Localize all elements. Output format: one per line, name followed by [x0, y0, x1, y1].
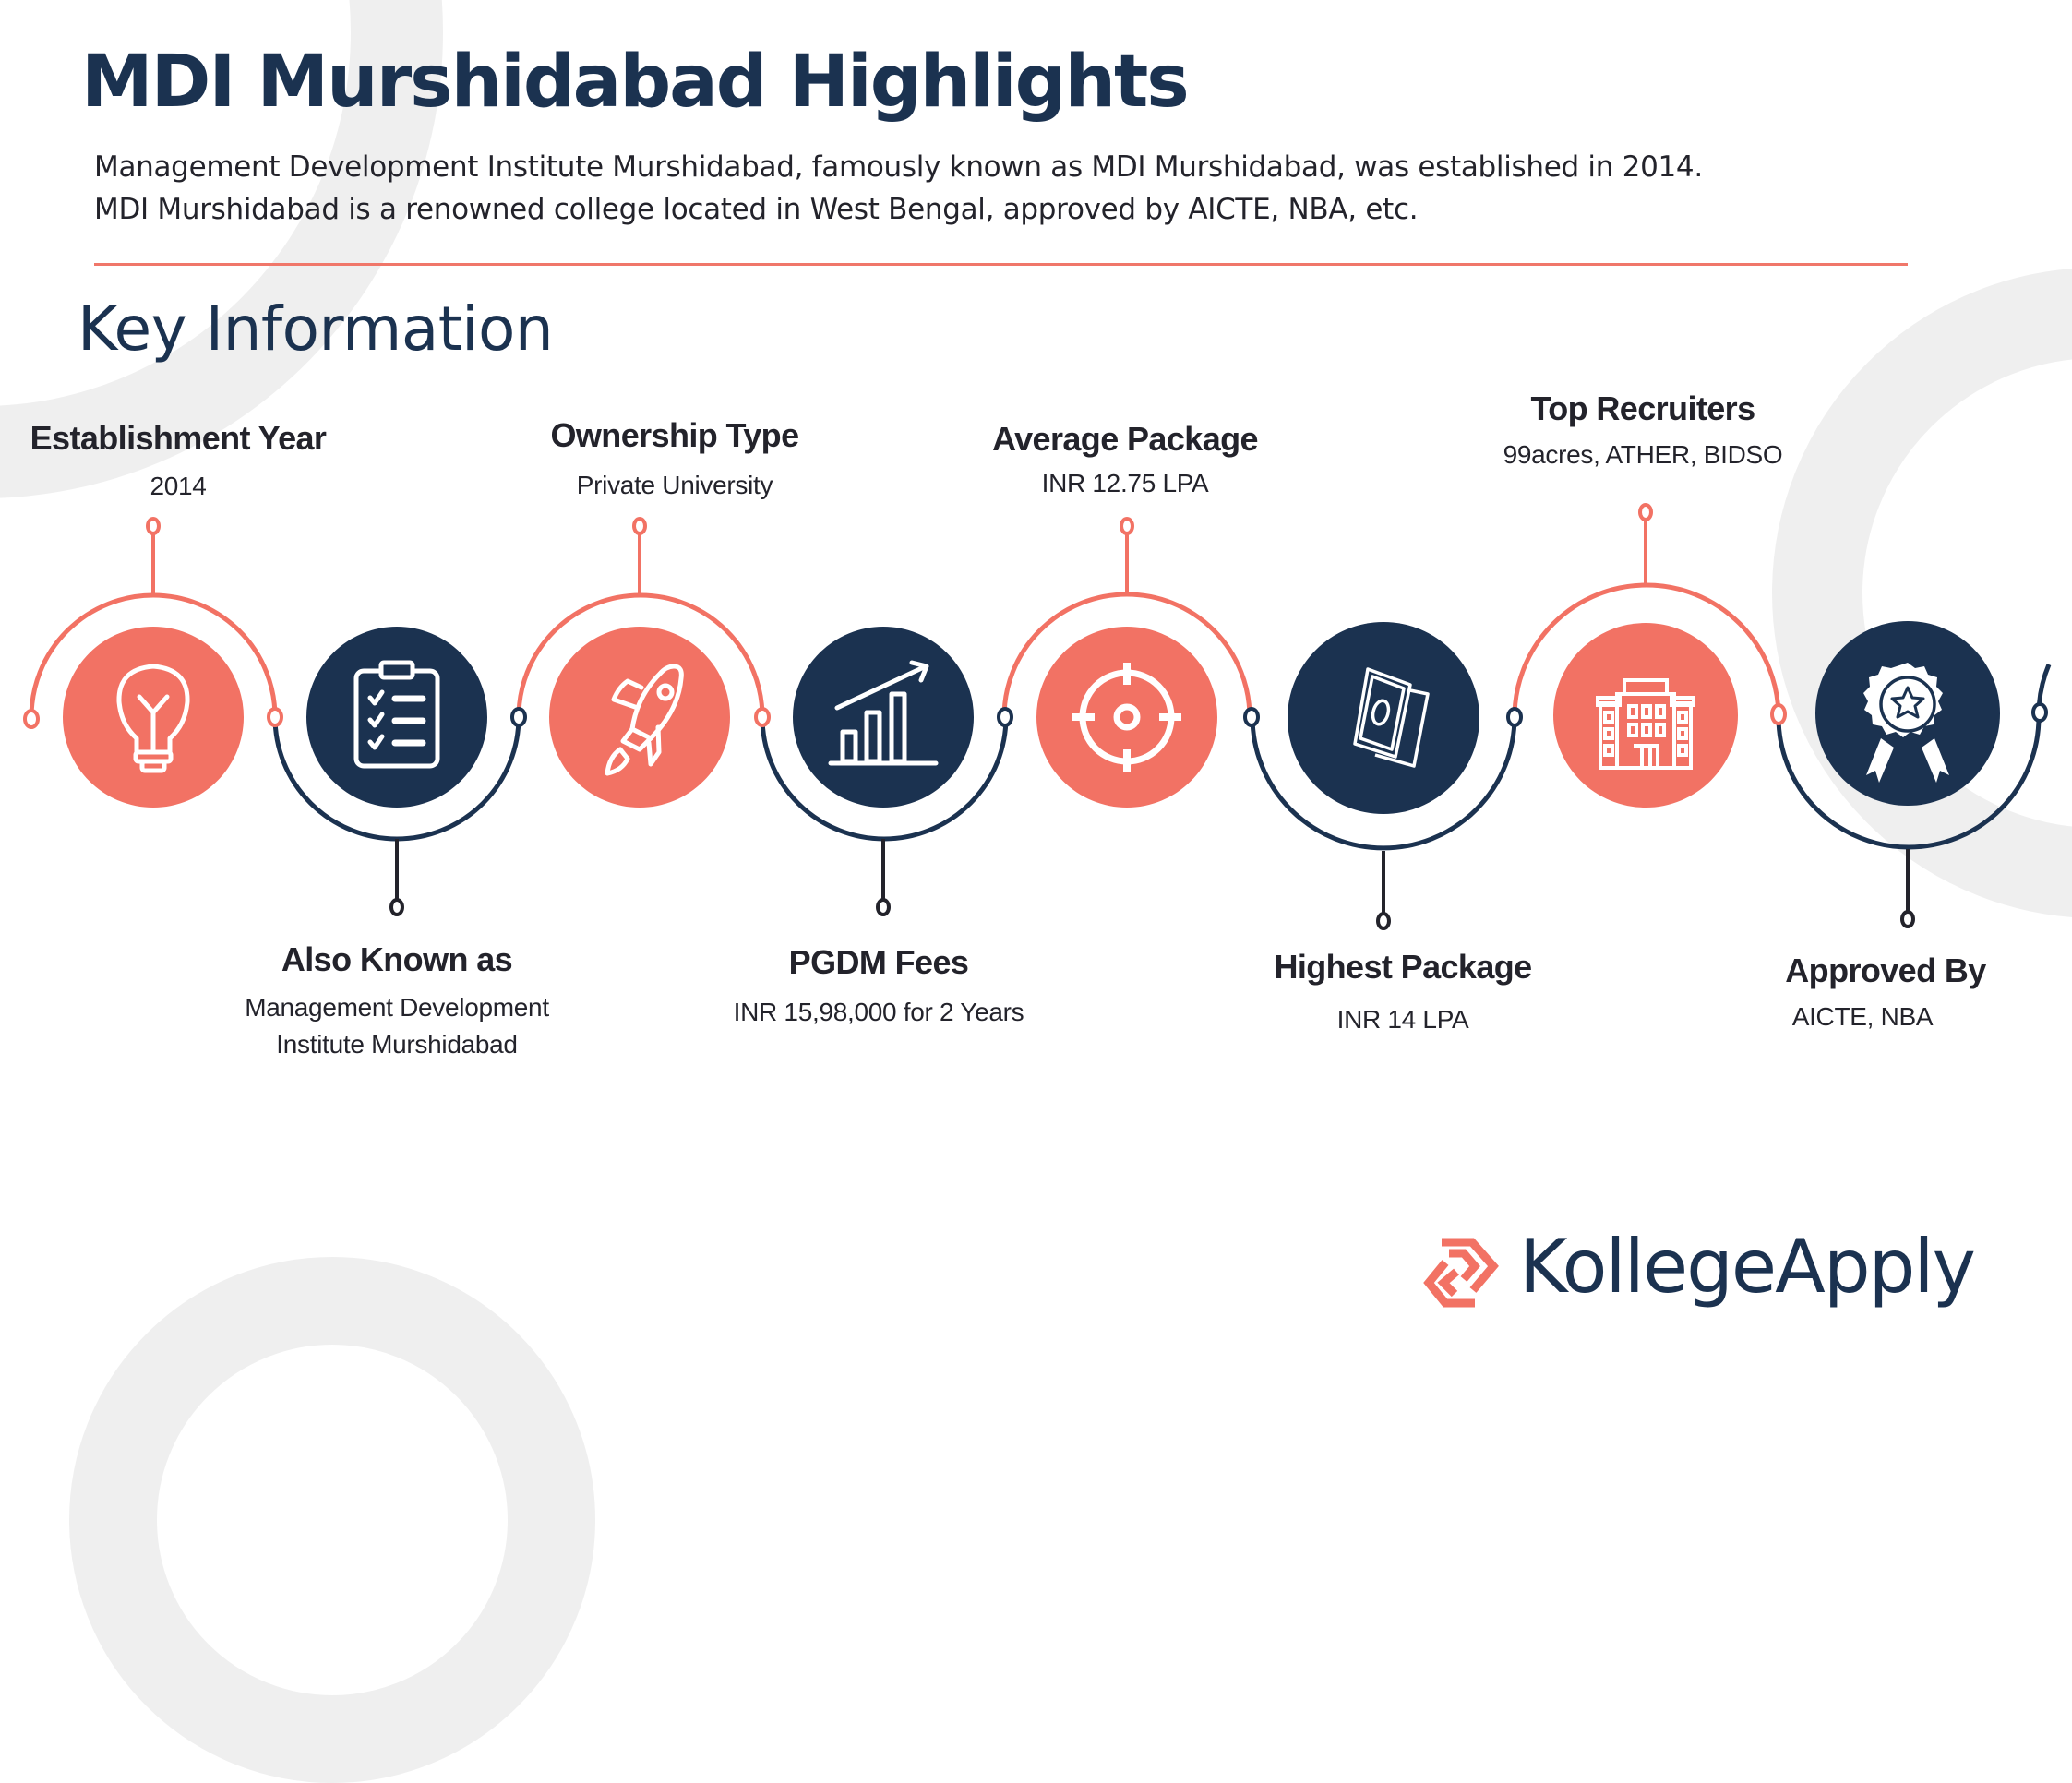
- info-item-average-package: Average Package INR 12.75 LPA: [992, 421, 1258, 502]
- info-item-pgdm-fees: PGDM Fees INR 15,98,000 for 2 Years: [734, 944, 1024, 1031]
- info-value: INR 15,98,000 for 2 Years: [733, 998, 1024, 1026]
- clipboard-checklist-icon: [306, 627, 487, 808]
- info-value-line-1: Management Development: [245, 993, 549, 1022]
- info-heading: Average Package: [992, 420, 1258, 458]
- timeline-graphic: [23, 503, 2052, 930]
- key-information-title: Key Information: [78, 293, 554, 365]
- info-value: INR 12.75 LPA: [1041, 469, 1209, 497]
- office-building-icon: [1553, 623, 1738, 808]
- intro-paragraph: Management Development Institute Murshid…: [94, 146, 1703, 231]
- section-divider: [94, 263, 1908, 266]
- info-heading: Ownership Type: [550, 416, 800, 454]
- info-item-establishment-year: Establishment Year 2014: [30, 420, 327, 505]
- rocket-icon: [549, 627, 730, 808]
- info-heading: Approved By: [1785, 951, 1986, 989]
- bar-chart-growth-icon: [793, 627, 974, 808]
- info-value: AICTE, NBA: [1791, 1002, 1934, 1031]
- intro-line-1: Management Development Institute Murshid…: [94, 150, 1703, 184]
- info-heading: Establishment Year: [30, 419, 327, 457]
- info-item-highest-package: Highest Package INR 14 LPA: [1274, 948, 1532, 1038]
- info-value-line-2: Institute Murshidabad: [276, 1030, 518, 1059]
- info-item-ownership-type: Ownership Type Private University: [550, 416, 800, 504]
- award-badge-icon: [1815, 621, 2000, 806]
- info-value: Private University: [576, 471, 773, 499]
- money-bills-icon: [1288, 622, 1479, 814]
- info-value: INR 14 LPA: [1336, 1005, 1469, 1034]
- info-item-also-known-as: Also Known as Management Development Ins…: [245, 941, 549, 1063]
- info-heading: Top Recruiters: [1530, 389, 1756, 427]
- page-title: MDI Murshidabad Highlights: [81, 41, 1190, 124]
- info-heading: Also Known as: [281, 940, 513, 978]
- target-icon: [1036, 627, 1217, 808]
- info-value: 99acres, ATHER, BIDSO: [1503, 440, 1783, 469]
- info-item-approved-by: Approved By AICTE, NBA: [1785, 951, 1986, 1035]
- info-heading: PGDM Fees: [788, 943, 969, 981]
- intro-line-2: MDI Murshidabad is a renowned college lo…: [94, 193, 1419, 226]
- info-heading: Highest Package: [1274, 948, 1532, 986]
- lightbulb-icon: [63, 627, 244, 808]
- info-item-top-recruiters: Top Recruiters 99acres, ATHER, BIDSO: [1503, 390, 1783, 473]
- brand-name: KollegeApply: [1519, 1224, 1976, 1310]
- kollegeapply-logo-icon: [1423, 1238, 1499, 1308]
- info-value: 2014: [150, 472, 207, 500]
